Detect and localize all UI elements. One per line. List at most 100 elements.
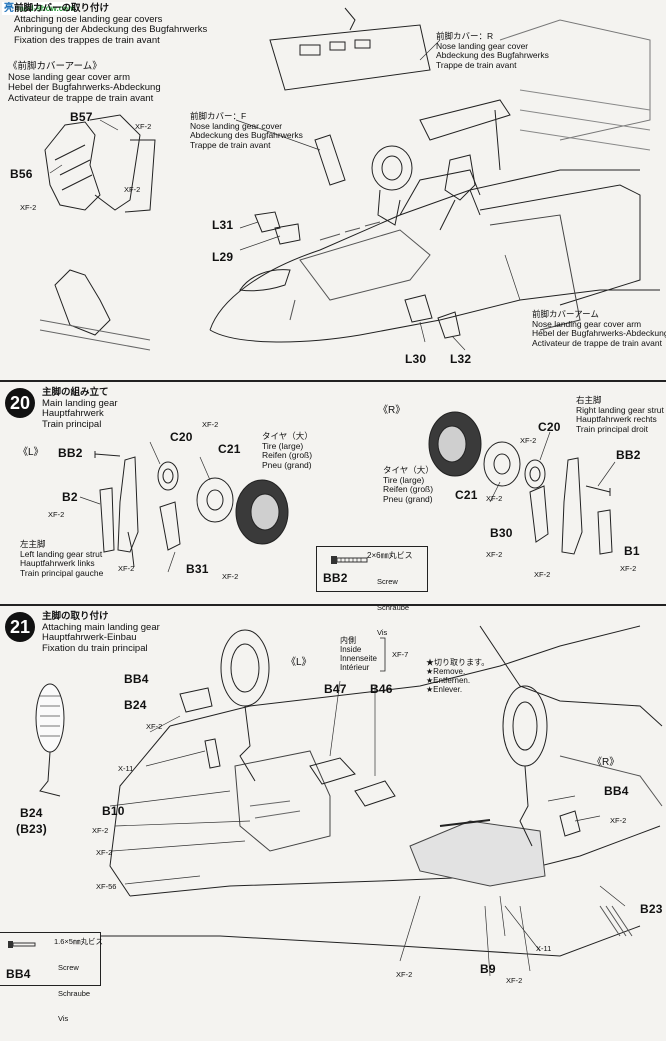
part-b30: B30 [490, 526, 513, 540]
paint-x11-right: X-11 [536, 944, 552, 953]
step-20-left-marker: 《L》 [18, 447, 44, 458]
part-b46: B46 [370, 682, 393, 696]
tire-left-jp: タイヤ（大） [262, 431, 313, 441]
tire-left-en: Tire (large) [262, 440, 304, 451]
cover-r-caption-de: Abdeckung des Bugfahrwerks [436, 50, 549, 60]
cover-arm-caption: 《前脚カバーアーム》 Nose landing gear cover arm H… [8, 61, 161, 104]
screw-icon-small [8, 941, 36, 948]
cover-f-caption-de: Abdeckung des Bugfahrwerks [190, 130, 303, 140]
screw-icon [331, 556, 368, 564]
paint-xf2-well: XF-2 [96, 848, 113, 857]
cover-r-caption-en: Nose landing gear cover [436, 40, 529, 51]
part-b24: B24 [124, 698, 147, 712]
inside-fr: Intérieur [340, 663, 370, 672]
step-20-right-marker: 《R》 [378, 405, 406, 416]
cover-f-caption-fr: Trappe de train avant [190, 139, 271, 150]
tire-right-de: Reifen (groß) [383, 484, 434, 494]
inside-de: Innenseite [340, 654, 377, 663]
paint-xf56: XF-56 [96, 882, 117, 891]
paint-xf2-c20-right: XF-2 [520, 436, 537, 445]
part-c20-right: C20 [538, 420, 561, 434]
part-bb4-left: BB4 [124, 672, 149, 686]
part-bb4-right: BB4 [604, 784, 629, 798]
paint-xf2-bottom: XF-2 [396, 970, 413, 979]
cover-arm-caption-fr: Activateur de trappe de train avant [8, 92, 154, 104]
part-b23-paren: (B23) [16, 822, 48, 836]
remove-caption: ★切り取ります。 ★Remove. ★Entfernen. ★Enlever. [426, 658, 489, 694]
step-21-title-jp: 主脚の取り付け [42, 611, 109, 622]
part-l32: L32 [450, 352, 472, 366]
left-strut-en: Left landing gear strut [20, 548, 103, 559]
paint-xf2-b30: XF-2 [486, 550, 503, 559]
inside-caption: 内側 Inside Innenseite Intérieur [340, 636, 377, 672]
paint-xf2-b57: XF-2 [135, 122, 152, 131]
step-20-section: 20 主脚の組み立て Main landing gear Hauptfahrwe… [0, 380, 666, 637]
part-b10: B10 [102, 804, 125, 818]
paint-xf2-b2: XF-2 [48, 510, 65, 519]
step-20-title-fr: Train principal [42, 418, 102, 430]
paint-xf2-b9: XF-2 [506, 976, 523, 985]
screw-bb2-fr: Vis [377, 628, 388, 637]
tire-left-de: Reifen (groß) [262, 450, 313, 460]
paint-xf2-right: XF-2 [610, 816, 627, 825]
part-b31: B31 [186, 562, 209, 576]
step-20-title-de: Hauptfahrwerk [42, 408, 104, 419]
part-l31: L31 [212, 218, 234, 232]
tire-left-fr: Pneu (grand) [262, 459, 312, 470]
part-b23: B23 [640, 902, 663, 916]
step-21-title-fr: Fixation du train principal [42, 642, 148, 654]
cover-arm-caption-2-de: Hebel der Bugfahrwerks-Abdeckung [532, 328, 666, 338]
paint-xf2-b24: XF-2 [146, 722, 163, 731]
step-20-number: 20 [5, 388, 35, 418]
paint-xf2-b10: XF-2 [92, 826, 109, 835]
left-strut-caption: 左主脚 Left landing gear strut Hauptfahrwer… [20, 539, 103, 578]
cover-arm-caption-2-en: Nose landing gear cover arm [532, 318, 642, 329]
screw-bb4-en: Screw [58, 963, 79, 972]
left-strut-de: Hauptfahrwerk links [20, 558, 95, 568]
part-l30: L30 [405, 352, 427, 366]
cover-r-caption-jp: 前脚カバー：R [436, 31, 494, 41]
screw-bb2-en: Screw [377, 577, 398, 586]
part-c21-left: C21 [218, 442, 241, 456]
cover-arm-caption-2-fr: Activateur de trappe de train avant [532, 337, 662, 348]
step-19-title-jp: 前脚カバーの取り付け [14, 3, 110, 14]
part-b9: B9 [480, 962, 496, 976]
part-bb2-left: BB2 [58, 446, 83, 460]
paint-xf2-strut-left: XF-2 [118, 564, 135, 573]
step-19-title: 前脚カバーの取り付け Attaching nose landing gear c… [14, 3, 208, 46]
screw-bb4-size: 1.6×5㎜丸ビス [54, 937, 103, 946]
part-b47: B47 [324, 682, 347, 696]
remove-en: ★Remove. [426, 667, 466, 676]
part-bb2-right: BB2 [616, 448, 641, 462]
cover-r-caption-fr: Trappe de train avant [436, 59, 517, 70]
screw-bb4-part: BB4 [6, 967, 31, 981]
tire-right-fr: Pneu (grand) [383, 493, 433, 504]
part-b57: B57 [70, 110, 93, 124]
screw-bb2-labels: Screw Schraube Vis [377, 561, 409, 655]
screw-bb2-size: 2×6㎜丸ビス [367, 551, 413, 560]
remove-de: ★Entfernen. [426, 676, 471, 685]
step-21-right-marker: 《R》 [592, 757, 620, 768]
screw-box-bb2: 2×6㎜丸ビス Screw Schraube Vis BB2 [316, 546, 428, 637]
step-19-title-de: Anbringung der Abdeckung des Bugfahrwerk… [14, 24, 208, 35]
screw-bb4-fr: Vis [58, 1014, 69, 1023]
tire-large-right-caption: タイヤ（大） Tire (large) Reifen (groß) Pneu (… [383, 465, 434, 504]
paint-xf2-b1: XF-2 [620, 564, 637, 573]
part-c20-left: C20 [170, 430, 193, 444]
screw-bb2-part: BB2 [323, 571, 348, 585]
step-19-title-en: Attaching nose landing gear covers [14, 13, 163, 25]
step-20-drawing [79, 411, 616, 573]
left-strut-jp: 左主脚 [20, 539, 46, 549]
part-b24-inset: B24 [20, 806, 43, 820]
step-19-title-fr: Fixation des trappes de train avant [14, 34, 160, 46]
step-19-drawing [39, 7, 660, 351]
step-21-section: 21 主脚の取り付け Attaching main landing gear H… [0, 604, 666, 1023]
cover-f-caption: 前脚カバー：F Nose landing gear cover Abdeckun… [190, 111, 303, 150]
paint-xf7: XF-7 [392, 650, 409, 659]
paint-xf2-strut-right: XF-2 [534, 570, 551, 579]
part-b2: B2 [62, 490, 78, 504]
site-watermark: 亮 mod-show.com [2, 2, 78, 15]
step-20-title-jp: 主脚の組み立て [42, 387, 109, 398]
cover-arm-caption-2: 前脚カバーアーム Nose landing gear cover arm Heb… [532, 309, 666, 348]
